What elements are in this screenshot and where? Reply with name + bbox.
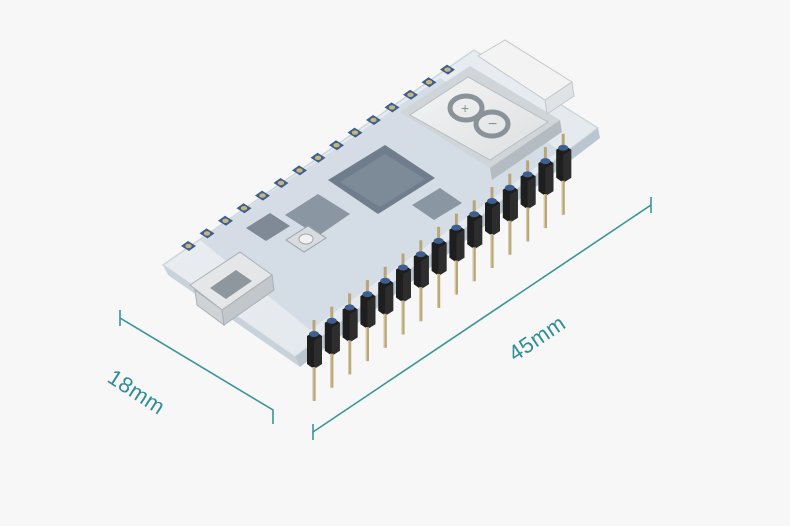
header-pin	[360, 280, 376, 362]
pin-pad	[181, 241, 196, 251]
wireless-module: + −	[400, 39, 575, 180]
header-pin	[431, 226, 447, 308]
micro-usb-connector	[189, 251, 275, 327]
pin-pad	[218, 215, 233, 226]
header-pin	[485, 187, 500, 268]
pin-pad	[292, 165, 307, 176]
reset-button	[285, 225, 327, 253]
header-pin	[396, 253, 411, 335]
header-pin	[449, 213, 465, 295]
header-pin	[378, 266, 394, 348]
header-pin	[324, 306, 340, 388]
header-pin	[502, 173, 518, 255]
header-pin	[467, 200, 483, 282]
header-pin	[556, 133, 572, 215]
back-pin-pads	[181, 64, 455, 251]
pin-header-row	[307, 133, 572, 401]
pin-pad	[236, 203, 252, 214]
pin-pad	[310, 152, 326, 163]
width-dimension-label: 18mm	[103, 364, 170, 419]
regulator-chip	[285, 194, 350, 236]
header-pin	[413, 240, 429, 322]
svg-text:+: +	[461, 100, 469, 116]
svg-text:−: −	[488, 116, 497, 133]
pin-pad	[403, 89, 418, 100]
header-pin	[307, 320, 322, 401]
length-dimension-line	[312, 197, 652, 440]
pin-pad	[366, 115, 381, 125]
pin-pad	[440, 64, 455, 75]
pin-pad	[329, 140, 344, 151]
pin-pad	[384, 102, 400, 113]
header-pin	[538, 147, 554, 229]
circuit-board	[161, 49, 600, 367]
width-dimension-line	[119, 310, 274, 424]
arduino-infinity-logo-icon: + −	[447, 93, 511, 139]
pin-pad	[273, 178, 289, 188]
length-dimension-label: 45mm	[504, 310, 570, 366]
pin-pad	[421, 77, 437, 88]
header-pin	[520, 160, 536, 242]
pin-pad	[199, 228, 215, 239]
header-pin	[342, 293, 358, 375]
pin-pad	[255, 190, 270, 201]
pin-pad	[347, 127, 363, 138]
